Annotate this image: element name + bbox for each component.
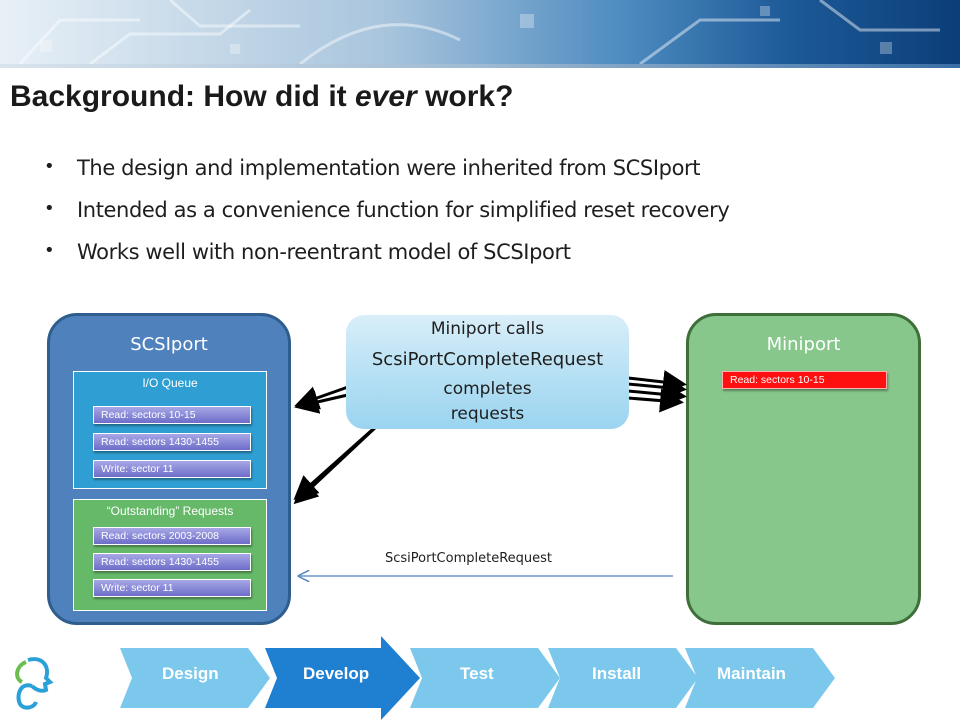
title-suffix: work? (416, 80, 514, 113)
flow-arrow (294, 390, 353, 414)
process-step-label: Test (460, 664, 494, 683)
process-step-develop: Develop (265, 636, 433, 720)
bullet-list: The design and implementation were inher… (44, 156, 730, 282)
outstanding-requests-title: “Outstanding” Requests (106, 504, 234, 518)
process-step-shape (410, 648, 560, 708)
outstanding-request: Read: sectors 2003-2008 (93, 527, 251, 545)
title-emphasis: ever (355, 80, 417, 113)
flow-arrow (627, 388, 684, 413)
io-queue-box: I/O Queue Read: sectors 10-15 Read: sect… (73, 371, 267, 489)
banner-underline (0, 64, 960, 68)
callout-line: Miniport calls (430, 319, 545, 339)
heads-logo-icon (15, 657, 54, 710)
title-prefix: Background: How did it (10, 80, 355, 113)
process-step-install: Install (548, 636, 716, 720)
miniport-panel: Miniport Read: sectors 10-15 (686, 313, 921, 625)
page-title: Background: How did it ever work? (10, 80, 513, 114)
io-queue-request: Write: sector 11 (93, 460, 251, 478)
process-step-label: Install (592, 664, 642, 683)
process-step-shape (685, 648, 835, 708)
process-step-maintain: Maintain (685, 636, 853, 720)
process-step-design: Design (120, 636, 288, 720)
process-step-shape (120, 648, 270, 708)
flow-arrow (293, 428, 373, 500)
flow-arrow (627, 382, 687, 407)
callout-line: ScsiPortCompleteRequest (371, 349, 604, 370)
outstanding-request: Write: sector 11 (93, 579, 251, 597)
process-step-shape (548, 648, 698, 708)
miniport-request: Read: sectors 10-15 (722, 371, 887, 389)
miniport-title: Miniport (766, 334, 841, 355)
flow-arrow (627, 375, 687, 400)
miniport-calls-callout: Miniport calls ScsiPortCompleteRequest c… (346, 315, 629, 429)
bullet-item: Intended as a convenience function for s… (44, 198, 730, 240)
io-queue-title: I/O Queue (142, 376, 198, 390)
io-queue-request: Read: sectors 1430-1455 (93, 433, 251, 451)
bullet-item: Works well with non-reentrant model of S… (44, 240, 729, 282)
process-step-label: Design (162, 664, 219, 683)
process-step-label: Maintain (717, 664, 786, 683)
scsiport-title: SCSIport (130, 334, 208, 355)
outstanding-request: Read: sectors 1430-1455 (93, 553, 251, 571)
banner-pattern (18, 0, 940, 64)
io-queue-request: Read: sectors 10-15 (93, 406, 251, 424)
flow-arrow (627, 370, 687, 394)
callout-line: completes (443, 379, 532, 399)
callout-line: requests (450, 404, 525, 424)
scsiport-panel: SCSIport I/O Queue Read: sectors 10-15 R… (47, 313, 291, 625)
process-step-label: Develop (303, 664, 370, 683)
bullet-item: The design and implementation were inher… (44, 156, 729, 198)
process-step-test: Test (410, 636, 578, 720)
complete-request-label: ScsiPortCompleteRequest (385, 551, 553, 566)
outstanding-requests-box: “Outstanding” Requests Read: sectors 200… (73, 499, 267, 611)
process-step-shape (265, 636, 420, 720)
header-banner (0, 0, 960, 64)
process-bar: Design Develop Test Install Maintain (0, 636, 960, 720)
